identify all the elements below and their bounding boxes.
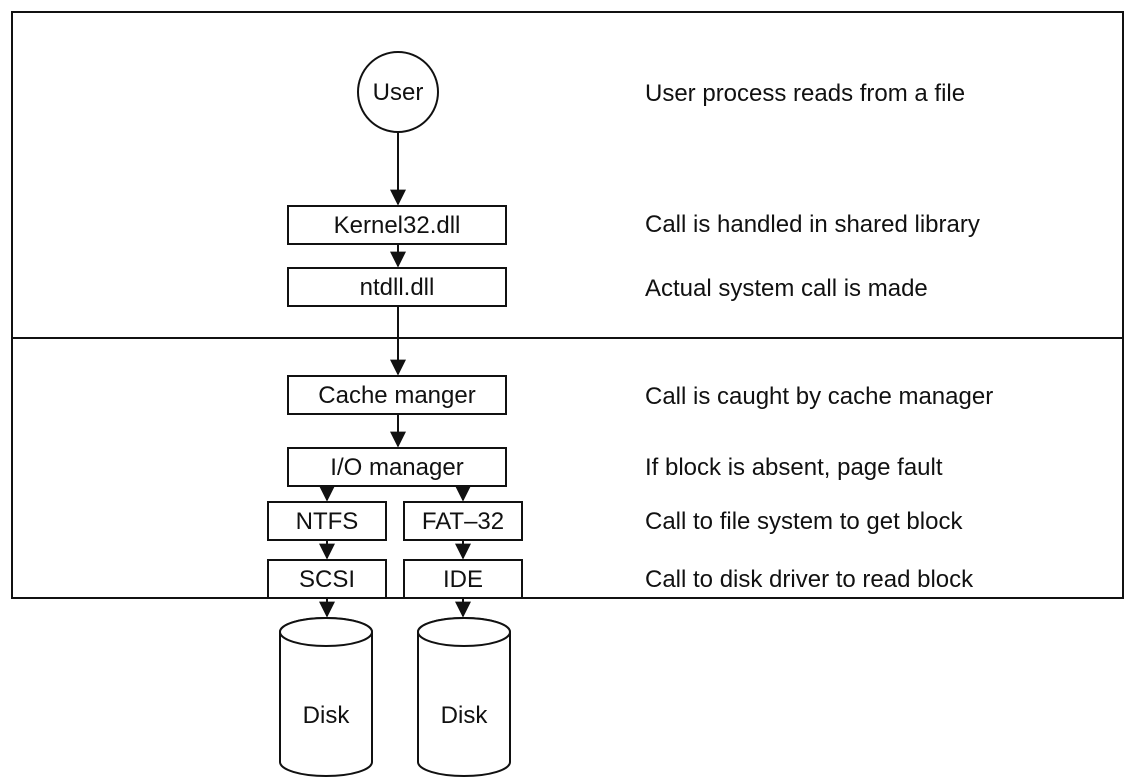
desc-shared-library: Call is handled in shared library [645,211,980,238]
user-label: User [373,79,424,106]
desc-cache-manager: Call is caught by cache manager [645,383,993,410]
kernel32-label: Kernel32.dll [334,212,461,239]
disk-left-label: Disk [303,702,351,729]
io-manager-node: I/O manager [287,447,507,487]
desc-file-system: Call to file system to get block [645,508,963,535]
ide-node: IDE [403,559,523,599]
kernel-mode-frame [11,337,1124,599]
desc-disk-driver: Call to disk driver to read block [645,566,974,593]
ntdll-label: ntdll.dll [360,274,435,301]
ide-label: IDE [443,566,483,593]
disk-left-icon: Disk [279,617,373,777]
desc-page-fault: If block is absent, page fault [645,454,943,481]
fat32-node: FAT–32 [403,501,523,541]
io-manager-label: I/O manager [330,454,463,481]
disk-right-label: Disk [441,702,489,729]
desc-system-call: Actual system call is made [645,275,928,302]
cache-manager-label: Cache manger [318,382,475,409]
ntfs-label: NTFS [296,508,359,535]
ntfs-node: NTFS [267,501,387,541]
ntdll-node: ntdll.dll [287,267,507,307]
scsi-label: SCSI [299,566,355,593]
kernel32-node: Kernel32.dll [287,205,507,245]
disk-right-icon: Disk [417,617,511,777]
desc-user-process: User process reads from a file [645,80,965,107]
user-mode-frame [11,11,1124,339]
cache-manager-node: Cache manger [287,375,507,415]
user-node: User [357,51,439,133]
scsi-node: SCSI [267,559,387,599]
fat32-label: FAT–32 [422,508,504,535]
